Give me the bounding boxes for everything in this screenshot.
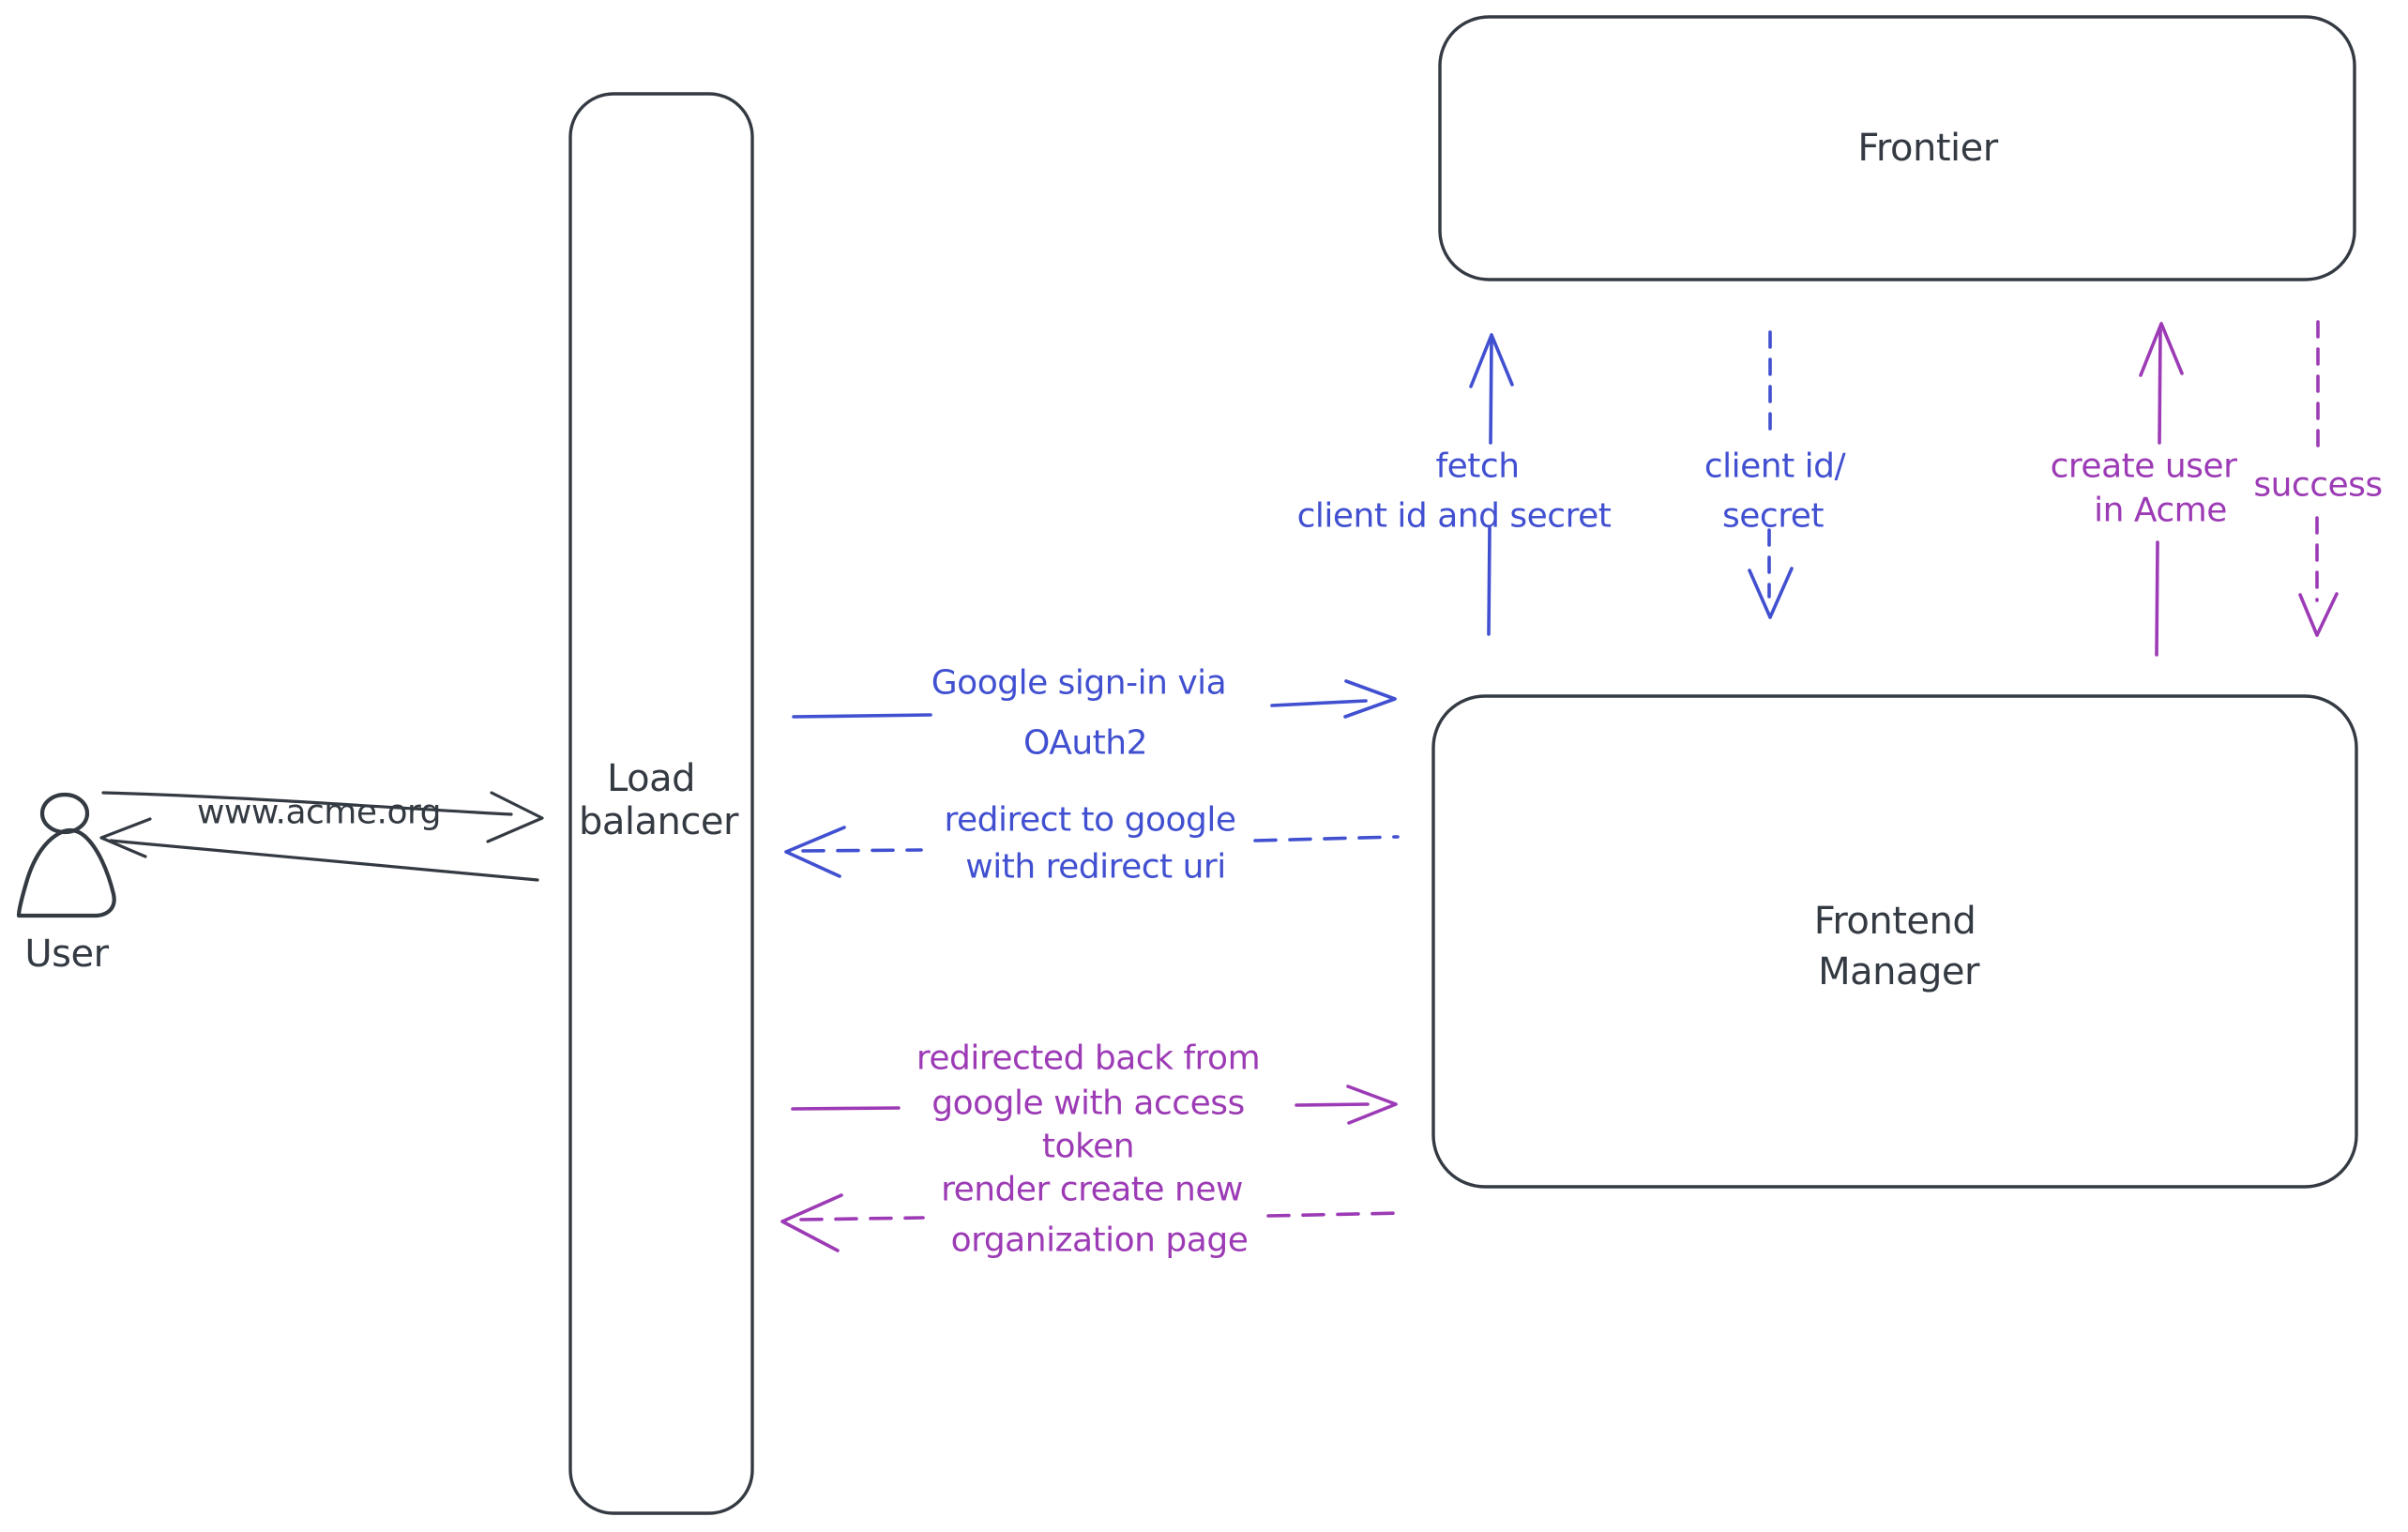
- www-acme-line: [101, 791, 513, 816]
- google-signin-line-left: [792, 713, 932, 719]
- frontier-box: [1438, 15, 2356, 281]
- redirected-back-label-line1: redirected back from: [916, 1039, 1260, 1078]
- node-frontier: Frontier: [1438, 15, 2356, 281]
- arrow-client-credentials: client id/ secret: [1704, 330, 1847, 619]
- redirect-google-label-line1: redirect to google: [944, 801, 1235, 840]
- create-user-line-lower: [2155, 540, 2159, 657]
- redirected-back-label-line2: google with access: [931, 1085, 1244, 1123]
- redirected-back-arrowhead-icon: [1346, 1085, 1398, 1125]
- load-balancer-box: [568, 92, 754, 1515]
- arrow-user-return: [99, 817, 539, 882]
- success-arrowhead-icon: [2298, 592, 2339, 637]
- node-load-balancer: Load balancer: [568, 92, 754, 1515]
- user-label: User: [24, 933, 109, 976]
- create-user-line-upper: [2158, 328, 2162, 445]
- render-org-page-dashes-right: [1266, 1211, 1404, 1218]
- client-credentials-label-line1: client id/: [1704, 447, 1847, 486]
- node-frontend-manager: Frontend Manager: [1431, 694, 2358, 1189]
- user-body: [16, 827, 116, 918]
- arrow-render-org-page: render create new organization page: [780, 1171, 1404, 1260]
- render-org-page-label-line1: render create new: [941, 1171, 1243, 1209]
- arrow-success: success: [2253, 320, 2383, 637]
- frontend-manager-box: [1431, 694, 2358, 1189]
- client-credentials-arrowhead-icon: [1748, 567, 1794, 619]
- redirected-back-line-right: [1295, 1102, 1370, 1107]
- fetch-credentials-label-line1: fetch: [1435, 447, 1519, 486]
- load-balancer-label-line2: balancer: [579, 800, 739, 843]
- www-acme-arrowhead-icon: [486, 791, 544, 843]
- google-signin-line-right: [1270, 699, 1368, 707]
- redirect-google-dashes-left: [801, 848, 923, 853]
- redirect-google-dashes-right: [1253, 835, 1400, 842]
- actor-user: User: [16, 792, 116, 976]
- render-org-page-label-line2: organization page: [951, 1221, 1249, 1260]
- user-return-line: [109, 839, 539, 882]
- redirected-back-line-left: [791, 1106, 901, 1111]
- google-signin-arrowhead-icon: [1343, 679, 1397, 719]
- redirected-back-label-line3: token: [1042, 1128, 1134, 1166]
- fetch-credentials-arrowhead-icon: [1469, 333, 1514, 388]
- user-head: [39, 792, 90, 835]
- arrow-fetch-credentials: fetch client id and secret: [1297, 333, 1612, 636]
- arrow-create-user: create user in Acme: [2051, 322, 2238, 657]
- arrow-www-acme: www.acme.org: [101, 791, 544, 843]
- user-return-arrowhead-icon: [99, 817, 152, 858]
- success-label: success: [2253, 466, 2382, 505]
- render-org-page-dashes-left: [799, 1216, 925, 1221]
- fetch-credentials-label-line2: client id and secret: [1297, 497, 1612, 536]
- google-signin-label-line1: Google sign-in via: [931, 664, 1226, 703]
- frontend-manager-label-line2: Manager: [1818, 950, 1980, 994]
- arrow-google-signin: Google sign-in via OAuth2: [792, 664, 1397, 763]
- frontend-manager-label-line1: Frontend: [1814, 900, 1976, 943]
- arrow-redirect-google: redirect to google with redirect uri: [784, 801, 1400, 887]
- create-user-label-line2: in Acme: [2094, 492, 2227, 530]
- fetch-credentials-line-upper: [1489, 338, 1493, 445]
- render-org-page-arrowhead-icon: [780, 1193, 843, 1252]
- frontier-label: Frontier: [1857, 127, 1998, 170]
- www-acme-label: www.acme.org: [197, 794, 441, 832]
- google-signin-label-line2: OAuth2: [1023, 724, 1147, 763]
- load-balancer-label-line1: Load: [607, 757, 695, 800]
- fetch-credentials-line-lower: [1487, 526, 1492, 636]
- redirect-google-label-line2: with redirect uri: [965, 848, 1225, 887]
- client-credentials-label-line2: secret: [1722, 497, 1824, 536]
- arrow-redirected-back: redirected back from google with access …: [791, 1039, 1398, 1166]
- create-user-label-line1: create user: [2051, 447, 2237, 486]
- create-user-arrowhead-icon: [2139, 322, 2184, 377]
- redirect-google-arrowhead-icon: [784, 826, 846, 878]
